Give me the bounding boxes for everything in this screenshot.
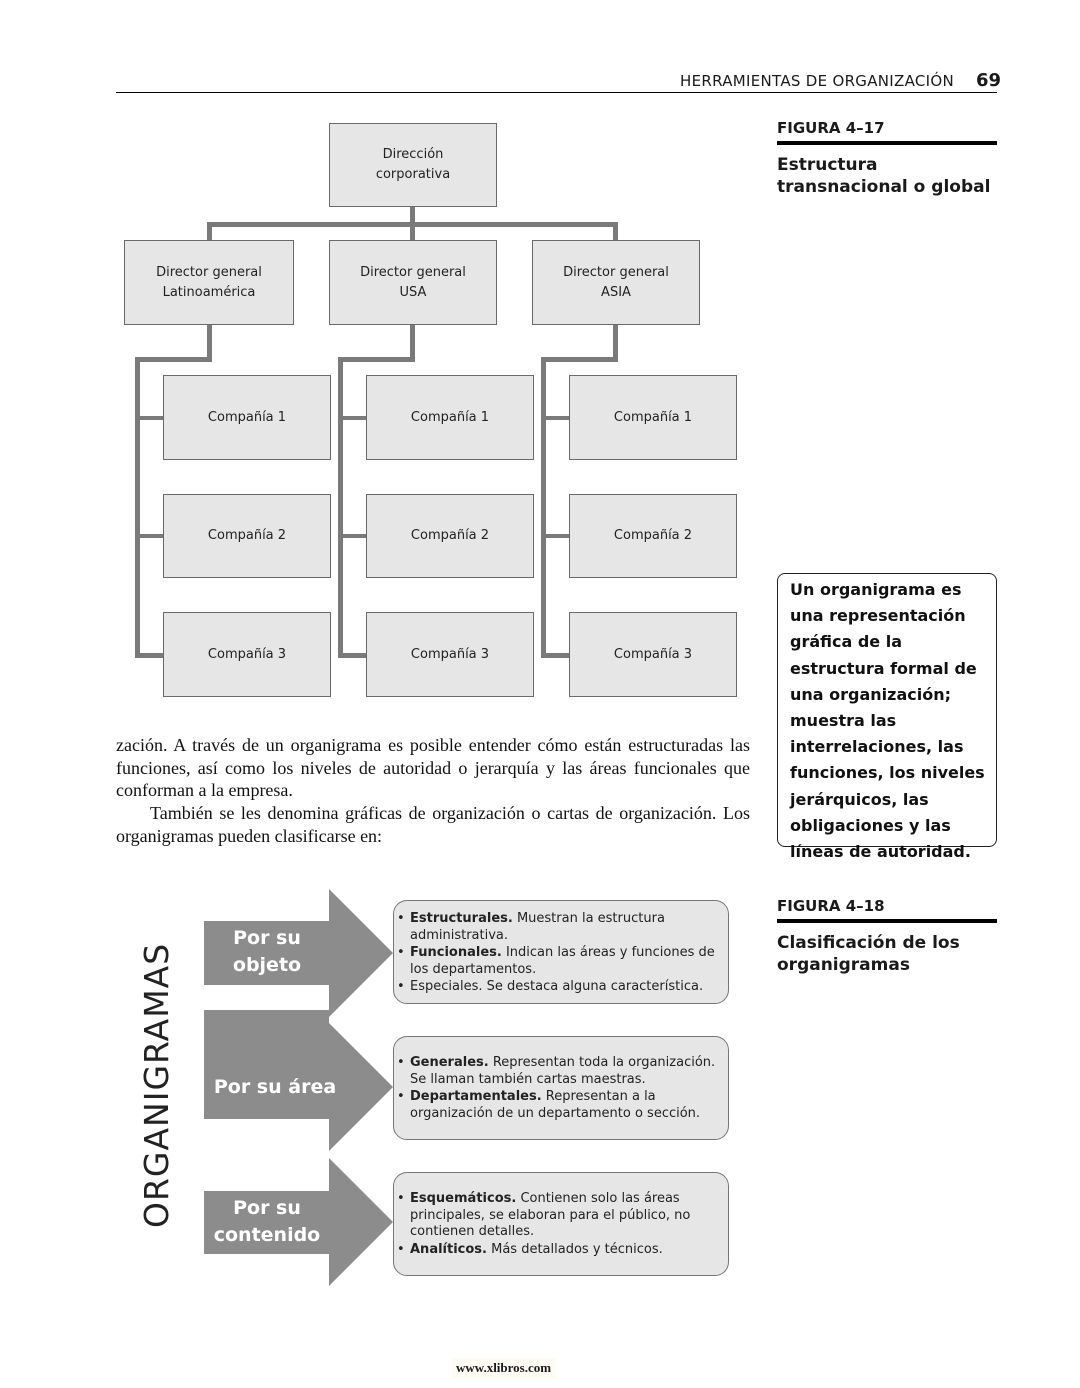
arrow-shape: [204, 1158, 393, 1286]
connector: [410, 324, 415, 362]
connector: [338, 653, 367, 658]
arrow-shape: [204, 889, 393, 1017]
org-box-company: Compañía 1: [163, 375, 331, 460]
classification-card: Esquemáticos. Contienen solo las áreas p…: [393, 1172, 729, 1276]
connector: [410, 206, 415, 224]
connector: [207, 324, 212, 362]
org-box-company: Compañía 2: [569, 494, 737, 578]
body-paragraph: También se les denomina gráficas de orga…: [116, 803, 750, 846]
card-item: Especiales. Se destaca alguna caracterís…: [397, 979, 720, 996]
figure-17-rule: [777, 141, 997, 145]
arrow-label: Por su contenido: [213, 1197, 321, 1246]
connector: [207, 222, 212, 242]
org-box-company: Compañía 2: [163, 494, 331, 578]
card-item: Funcionales. Indican las áreas y funcion…: [397, 945, 720, 978]
connector: [338, 357, 415, 362]
org-box-company: Compañía 3: [569, 612, 737, 697]
org-box-company: Compañía 1: [366, 375, 534, 460]
header-rule: [116, 92, 997, 93]
connector: [135, 653, 164, 658]
org-box-company: Compañía 3: [366, 612, 534, 697]
connector: [613, 324, 618, 362]
connector: [410, 222, 415, 242]
figure-18-rule: [777, 919, 997, 923]
page-number: 69: [976, 70, 1002, 91]
card-item: Departamentales. Representan a la organi…: [397, 1089, 720, 1122]
connector: [541, 416, 570, 420]
connector: [338, 357, 343, 658]
connector: [135, 534, 164, 538]
figure-17-label: FIGURA 4–17: [777, 119, 885, 137]
org-box-company: Compañía 3: [163, 612, 331, 697]
org-box-company: Compañía 2: [366, 494, 534, 578]
arrow-label: Por su área: [213, 1076, 337, 1098]
body-paragraph: zación. A través de un organigrama es po…: [116, 735, 750, 800]
card-item: Analíticos. Más detallados y técnicos.: [397, 1242, 720, 1259]
connector: [338, 534, 367, 538]
running-header: HERRAMIENTAS DE ORGANIZACIÓN: [680, 72, 955, 90]
org-box-corporate: Dirección corporativa: [329, 123, 497, 207]
connector: [135, 416, 164, 420]
org-box-director: Director general USA: [329, 240, 497, 325]
connector: [541, 357, 618, 362]
margin-note: Un organigrama es una representación grá…: [777, 573, 997, 861]
connector: [541, 534, 570, 538]
card-item: Esquemáticos. Contienen solo las áreas p…: [397, 1191, 720, 1241]
connector: [541, 357, 546, 658]
figure-17-caption: Estructura transnacional o global: [777, 155, 991, 197]
figure-18-label: FIGURA 4–18: [777, 897, 885, 915]
classification-card: Estructurales. Muestran la estructura ad…: [393, 900, 729, 1004]
connector: [338, 416, 367, 420]
arrow-shapes: [204, 889, 393, 1286]
org-box-director: Director general ASIA: [532, 240, 700, 325]
card-item: Generales. Representan toda la organizac…: [397, 1055, 720, 1088]
connector: [613, 222, 618, 242]
card-item: Estructurales. Muestran la estructura ad…: [397, 911, 720, 944]
arrow-label: Por su objeto: [232, 927, 302, 976]
org-box-director: Director general Latinoamérica: [124, 240, 294, 325]
classification-card: Generales. Representan toda la organizac…: [393, 1036, 729, 1140]
figure-18-caption: Clasificación de los organigramas: [777, 933, 960, 975]
connector: [135, 357, 212, 362]
footer-url: www.xlibros.com: [452, 1358, 556, 1378]
arrow-shape: [204, 1010, 393, 1151]
connector: [135, 357, 140, 658]
organigramas-vertical-label: ORGANIGRAMAS: [137, 942, 176, 1228]
connector: [541, 653, 570, 658]
org-box-company: Compañía 1: [569, 375, 737, 460]
